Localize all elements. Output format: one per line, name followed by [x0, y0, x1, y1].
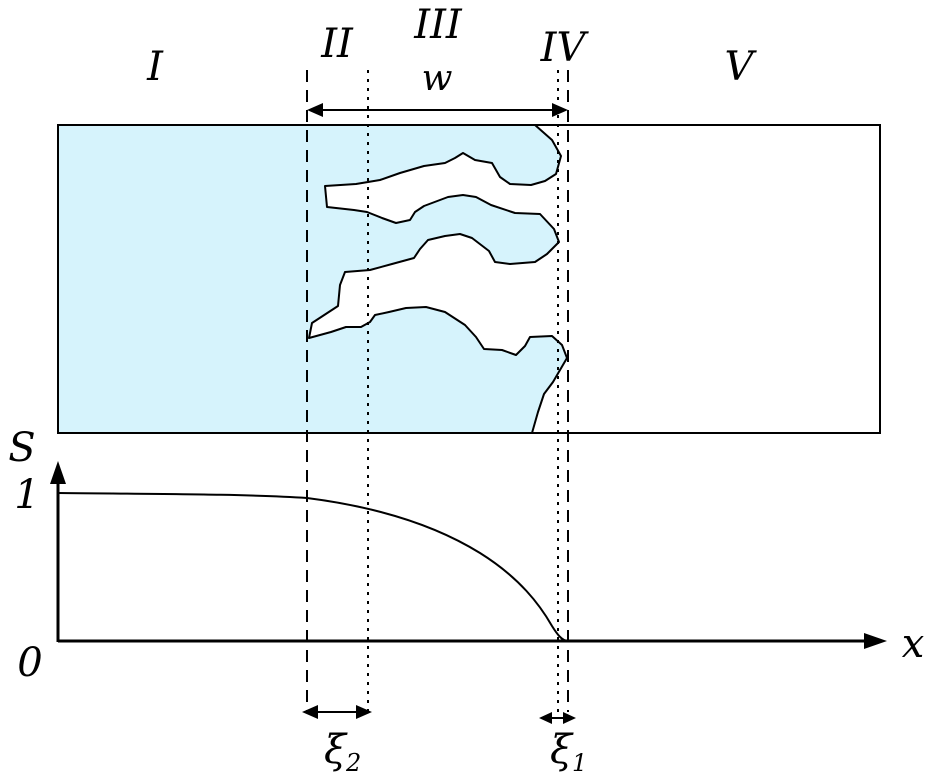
region-label-2: II	[320, 21, 354, 67]
xi1-arrow-left-head	[539, 712, 552, 724]
saturation-axes	[50, 461, 887, 649]
y-axis-arrowhead	[50, 461, 66, 484]
region-label-5: V	[725, 44, 758, 90]
width-arrow-right-head	[552, 103, 568, 117]
xi2-symbol: ξ	[324, 727, 348, 773]
width-label: w	[422, 58, 453, 99]
region-label-1: I	[146, 44, 164, 90]
region-label-4: IV	[540, 25, 590, 71]
saturation-curve	[58, 493, 568, 641]
width-arrow-left-head	[307, 103, 323, 117]
xi2-subscript: 2	[345, 749, 361, 777]
y-axis-label: S	[8, 425, 35, 471]
region-label-3: III	[413, 2, 463, 48]
xi1-symbol: ξ	[550, 727, 574, 773]
xi1-subscript: 1	[572, 749, 587, 777]
width-arrow	[307, 103, 568, 117]
xi1-label: ξ1	[550, 727, 587, 777]
xi2-arrow-right-head	[356, 705, 372, 719]
x-axis-arrowhead	[864, 633, 887, 649]
x-axis-label: x	[902, 621, 925, 667]
xi1-arrow-right-head	[563, 712, 576, 724]
xi2-label: ξ2	[324, 727, 361, 777]
xi2-arrow	[302, 705, 372, 719]
y-tick-one: 1	[14, 472, 39, 518]
xi2-arrow-left-head	[302, 705, 318, 719]
xi1-arrow	[539, 712, 576, 724]
porous-domain	[58, 125, 880, 433]
origin-tick: 0	[17, 640, 42, 686]
